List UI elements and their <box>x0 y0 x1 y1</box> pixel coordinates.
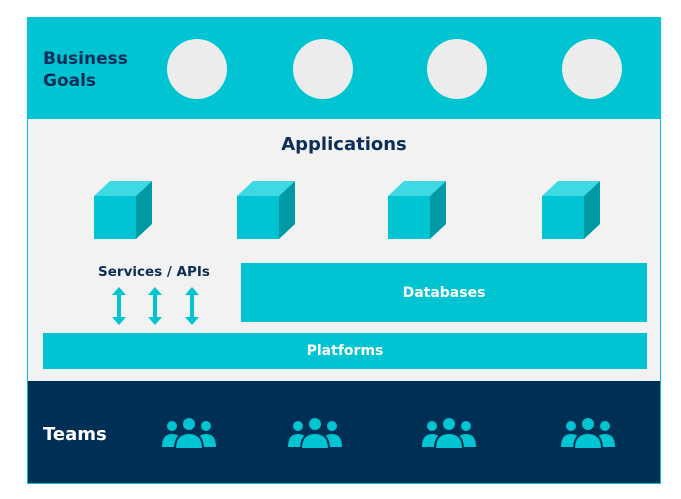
databases-box: Databases <box>241 263 647 322</box>
people-group-icon <box>288 416 342 450</box>
double-arrow-icon <box>185 287 199 325</box>
databases-label: Databases <box>402 284 486 301</box>
people-group-icon <box>422 416 476 450</box>
people-group-icon <box>162 416 216 450</box>
application-cube-icon <box>237 181 295 239</box>
services-apis-title: Services / APIs <box>98 264 210 280</box>
people-group-icon <box>561 416 615 450</box>
goal-circle-icon <box>427 39 487 99</box>
platforms-label: Platforms <box>306 343 384 359</box>
double-arrow-icon <box>112 287 126 325</box>
application-cube-icon <box>388 181 446 239</box>
business-goals-title-line2: Goals <box>43 71 97 91</box>
goal-circle-icon <box>293 39 353 99</box>
business-goals-title-line1: Business <box>43 49 128 69</box>
application-cube-icon <box>94 181 152 239</box>
platforms-box: Platforms <box>43 333 647 369</box>
goal-circle-icon <box>167 39 227 99</box>
architecture-diagram: Business Goals Applications Services / A… <box>27 17 661 484</box>
applications-title: Applications <box>281 134 407 155</box>
double-arrow-icon <box>148 287 162 325</box>
business-goals-title: Business Goals <box>43 48 163 92</box>
goal-circle-icon <box>562 39 622 99</box>
teams-band <box>28 381 660 483</box>
application-cube-icon <box>542 181 600 239</box>
teams-title: Teams <box>43 424 107 445</box>
